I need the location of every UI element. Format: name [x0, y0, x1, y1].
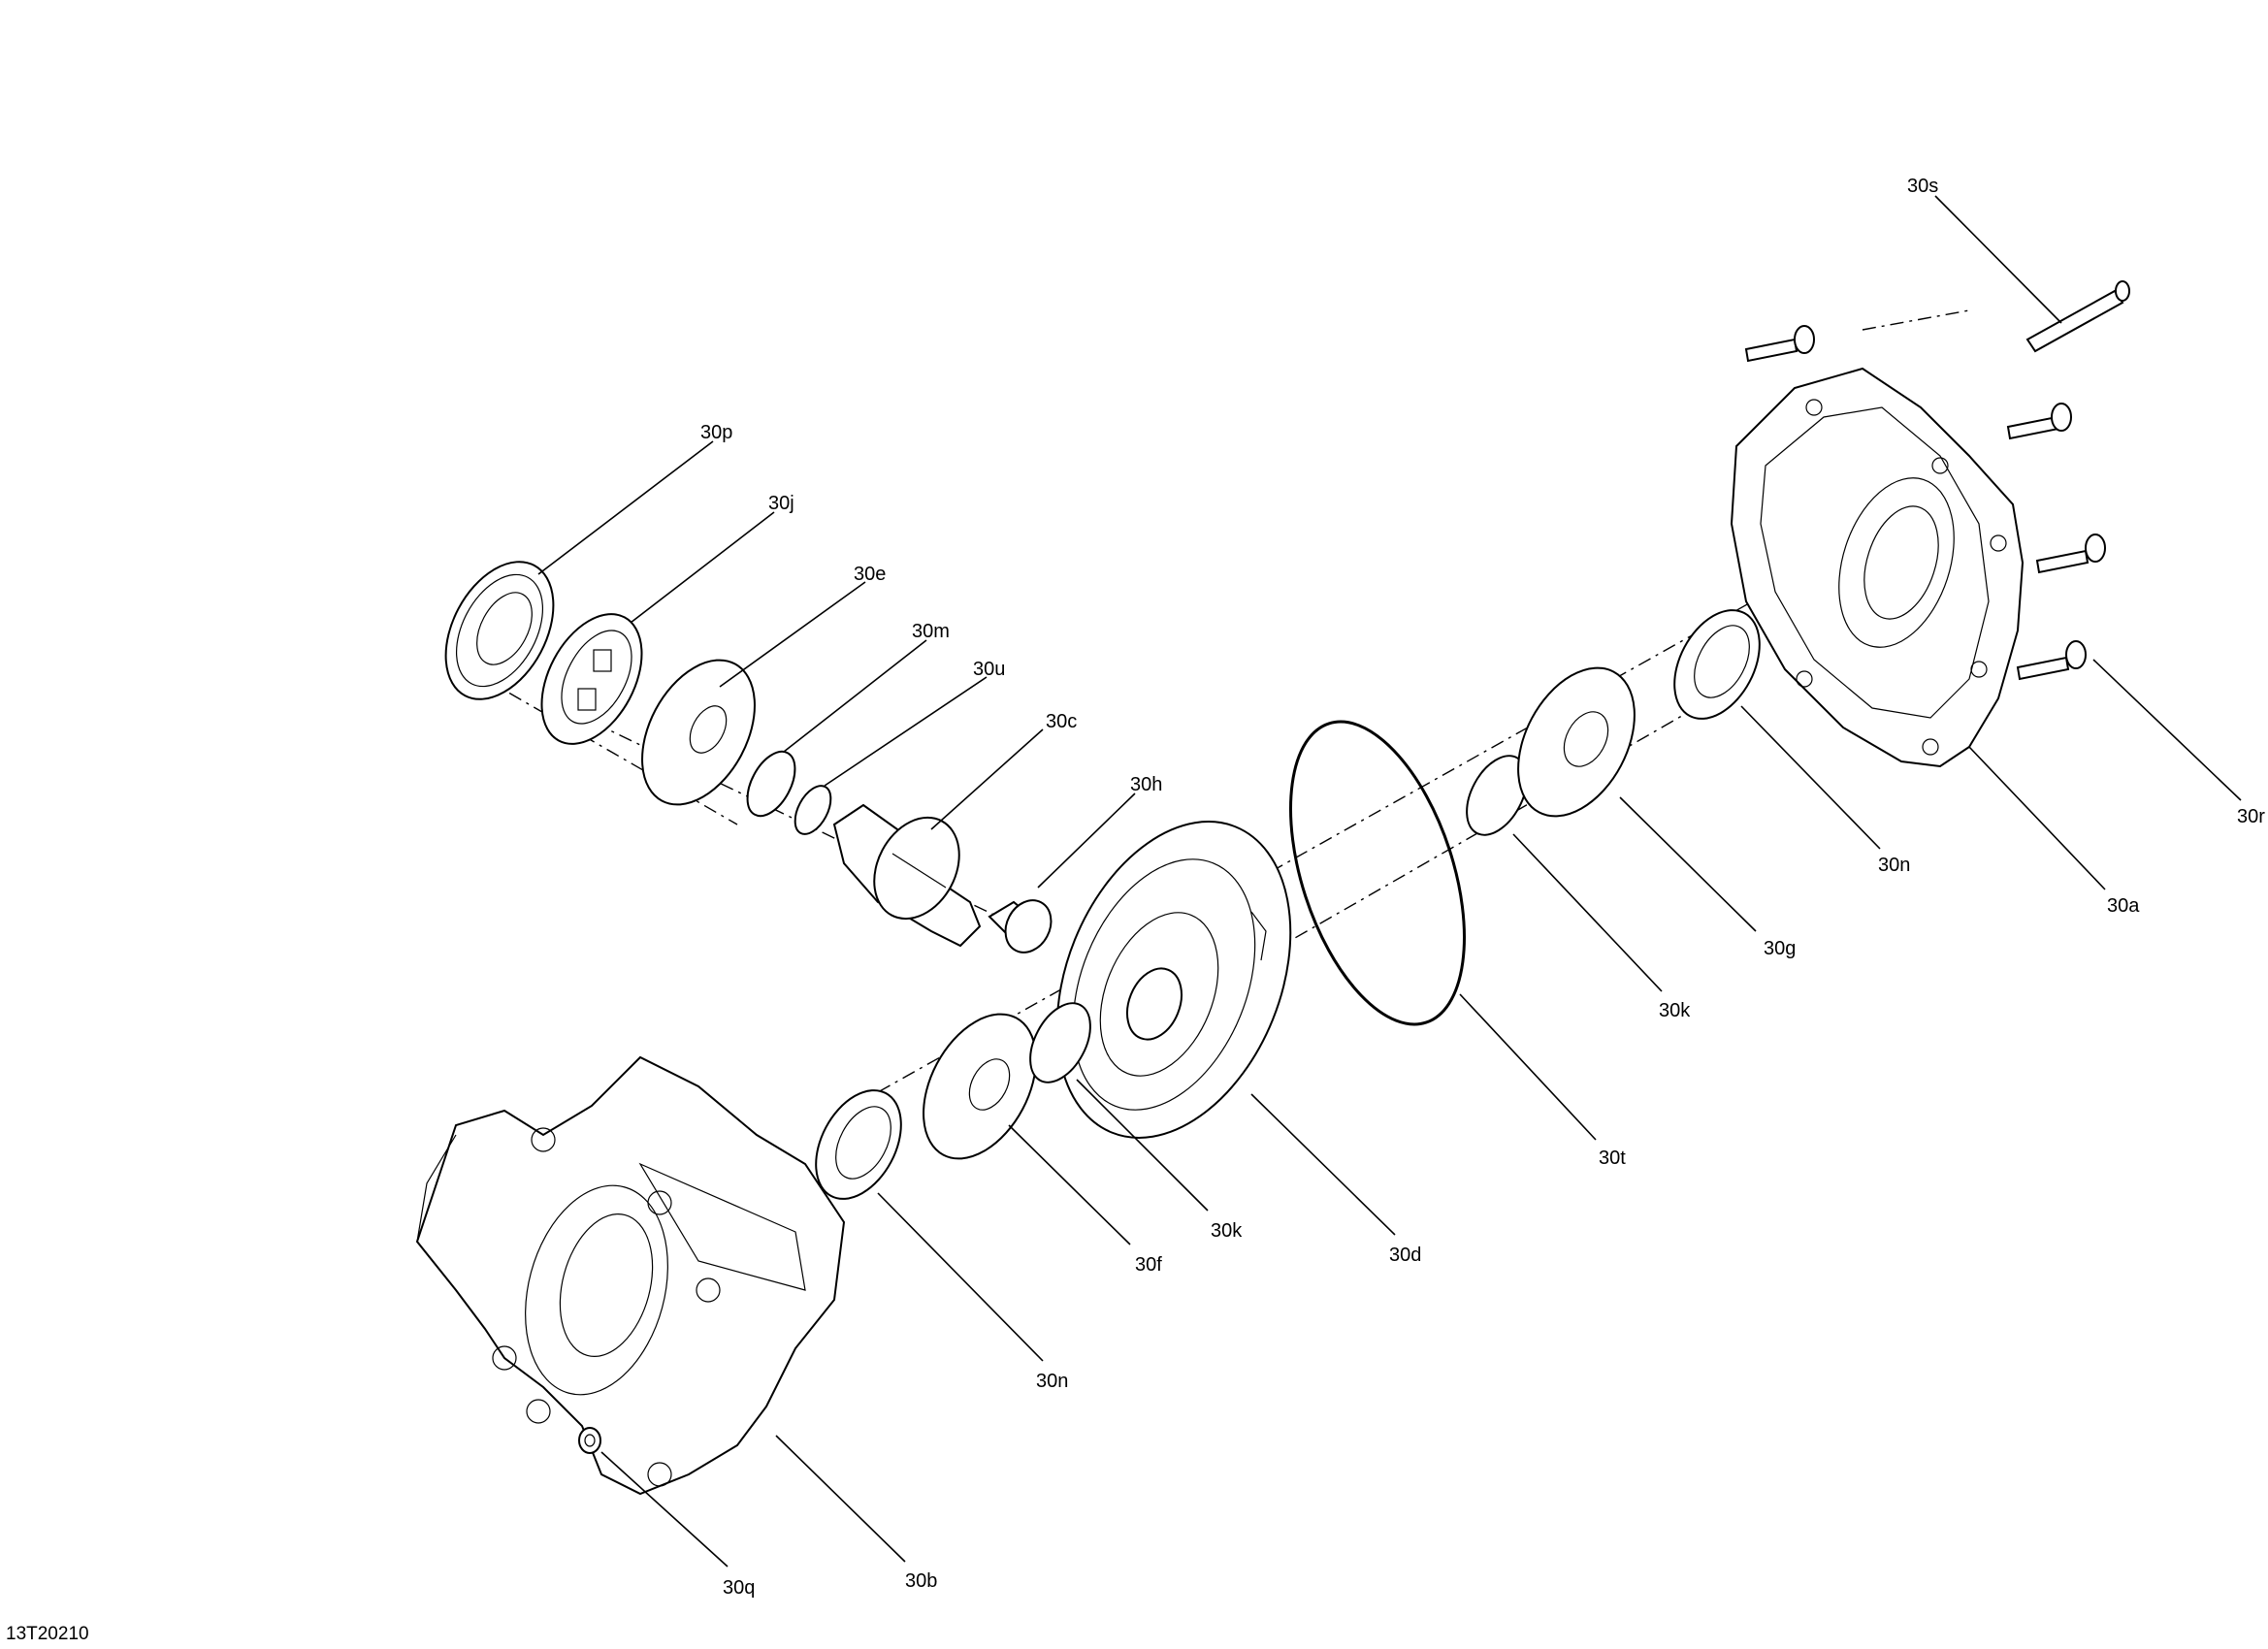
ring-30k-left: [1029, 1002, 1091, 1083]
drawing-reference-code: 13T20210: [6, 1624, 89, 1644]
label-30c: 30c: [1046, 711, 1077, 732]
screws-30r: [1744, 325, 2106, 681]
label-30r: 30r: [2237, 806, 2265, 827]
washer-30g: [1517, 666, 1636, 818]
label-30e: 30e: [854, 564, 886, 585]
bearing-30j: [540, 613, 643, 745]
label-30t: 30t: [1599, 1148, 1626, 1169]
label-30f: 30f: [1135, 1254, 1162, 1276]
label-30g: 30g: [1764, 938, 1796, 959]
shaft-30c: [832, 803, 982, 948]
part-labels: 30s 30p 30j 30e 30m 30u 30c 30h 30r 30n …: [700, 176, 2265, 1599]
washer-30e: [641, 659, 756, 806]
label-30k-left: 30k: [1211, 1220, 1243, 1242]
housing-30b: [415, 1055, 846, 1496]
ring-30m: [746, 750, 796, 818]
label-30p: 30p: [700, 422, 732, 443]
label-30h: 30h: [1130, 774, 1162, 795]
label-30d: 30d: [1389, 1245, 1421, 1266]
label-30q: 30q: [723, 1577, 755, 1599]
o-ring-30t: [1289, 720, 1466, 1026]
seal-30n-left: [815, 1089, 902, 1200]
label-30b: 30b: [905, 1570, 937, 1592]
label-30n-left: 30n: [1036, 1371, 1068, 1392]
impeller-30d: [1055, 821, 1292, 1139]
label-30a: 30a: [2107, 895, 2140, 917]
bushing-30h: [988, 899, 1053, 954]
washer-30f: [923, 1013, 1037, 1160]
plug-30q: [578, 1427, 601, 1454]
label-30j: 30j: [768, 493, 794, 514]
label-30m: 30m: [912, 621, 950, 642]
ring-30u: [794, 785, 832, 835]
label-30n-right: 30n: [1878, 855, 1910, 876]
pin-30s: [2025, 280, 2130, 353]
label-30u: 30u: [973, 659, 1005, 680]
leader-lines: [537, 195, 2242, 1568]
label-30k-right: 30k: [1659, 1000, 1691, 1021]
label-30s: 30s: [1907, 176, 1938, 197]
seal-30n-right: [1673, 609, 1761, 720]
seal-30p: [444, 561, 555, 700]
ring-30k-right: [1466, 755, 1528, 836]
housing-cover-30a: [1730, 367, 2025, 768]
